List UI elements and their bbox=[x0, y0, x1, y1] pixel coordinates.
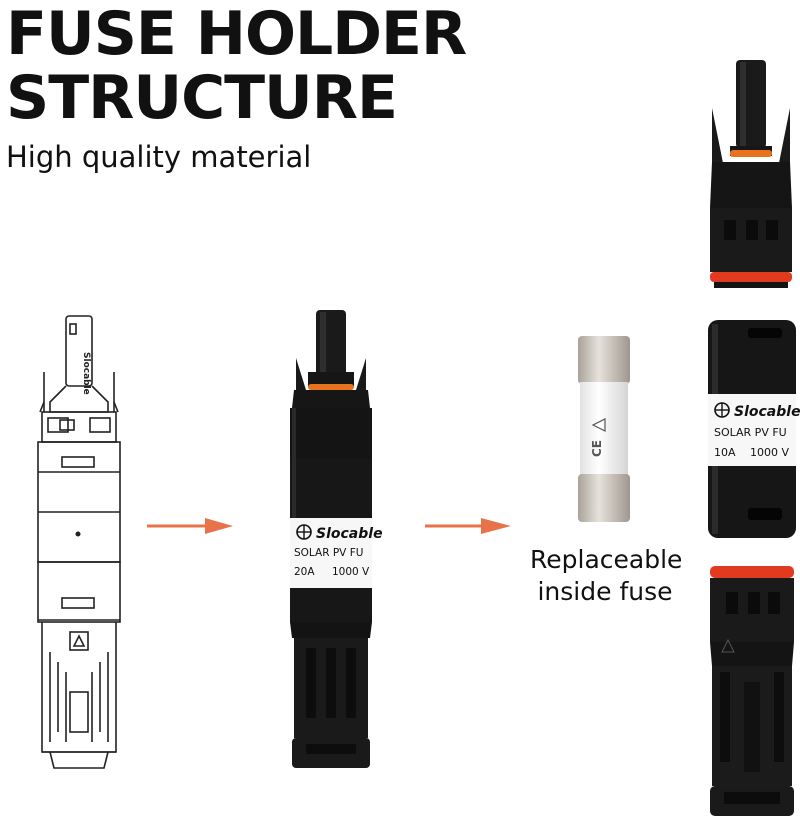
exploded-brand: Slocable bbox=[734, 404, 800, 420]
assembled-fuse-holder: Slocable SOLAR PV FU 20A 1000 V bbox=[290, 310, 382, 768]
title-line-1: FUSE HOLDER bbox=[6, 0, 467, 69]
subtitle: High quality material bbox=[6, 140, 312, 174]
exploded-product-line: SOLAR PV FU bbox=[714, 426, 787, 439]
caption-line-1: Replaceable bbox=[530, 545, 683, 574]
svg-text:CE: CE bbox=[590, 440, 604, 457]
page-title: FUSE HOLDER STRUCTURE bbox=[6, 0, 467, 133]
title-line-2: STRUCTURE bbox=[6, 63, 398, 133]
diagram-logo-text: Slocable bbox=[81, 352, 91, 395]
exploded-rating: 10A bbox=[714, 446, 736, 459]
fuse-caption: Replaceable inside fuse bbox=[530, 544, 683, 608]
arrow-right-icon bbox=[425, 518, 511, 534]
assembled-brand: Slocable bbox=[316, 526, 382, 542]
assembled-voltage: 1000 V bbox=[332, 566, 370, 578]
top-connector bbox=[710, 60, 792, 288]
arrow-right-icon bbox=[147, 518, 233, 534]
fuse-sleeve: Slocable SOLAR PV FU 10A 1000 V bbox=[708, 320, 800, 538]
assembled-product-line: SOLAR PV FU bbox=[294, 547, 363, 559]
fuse-holder-line-drawing: Slocable bbox=[37, 315, 121, 769]
caption-line-2: inside fuse bbox=[537, 577, 673, 606]
cartridge-fuse: CE bbox=[578, 336, 630, 522]
bottom-connector bbox=[710, 566, 794, 816]
exploded-voltage: 1000 V bbox=[750, 446, 789, 459]
assembled-rating: 20A bbox=[294, 566, 315, 578]
